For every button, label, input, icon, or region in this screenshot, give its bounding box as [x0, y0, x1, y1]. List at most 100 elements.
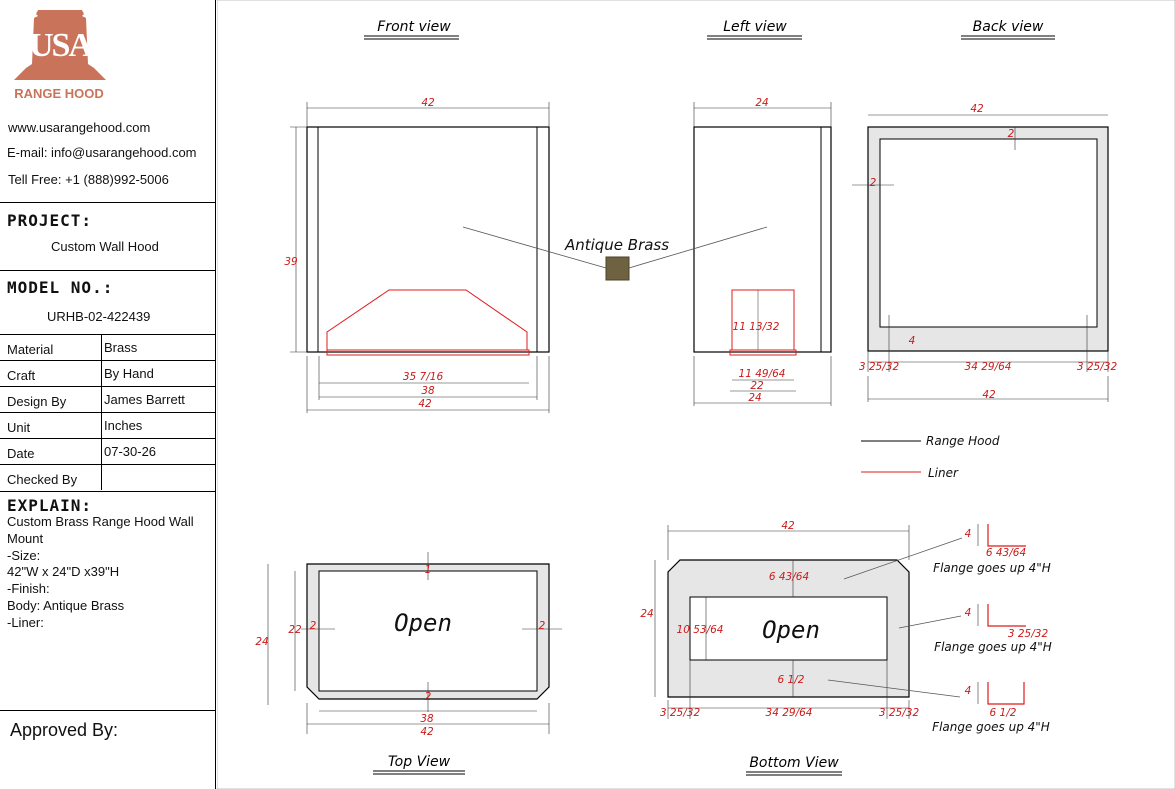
spec-label: Checked By: [7, 472, 78, 487]
svg-text:Front view: Front view: [377, 19, 451, 35]
spec-label: Craft: [7, 368, 36, 383]
dim-bottom-mid: 34 29/64: [766, 707, 813, 719]
dim-bottom-depth: 24: [640, 608, 653, 620]
flange-detail-3: 4 6 1/2 Flange goes up 4"H: [932, 682, 1050, 734]
spec-row: Material Brass: [0, 334, 216, 360]
flange-note: Flange goes up 4"H: [934, 640, 1052, 654]
legend: Range Hood Liner: [861, 434, 1000, 480]
dim-top-inner-w: 38: [420, 713, 434, 725]
front-view: 42 39 35 7/16 38 42: [284, 97, 550, 413]
dim-back-lip: 4: [909, 335, 916, 347]
approved-by-label: Approved By:: [10, 720, 119, 740]
bottom-view-title: Bottom View: [746, 755, 842, 776]
project-label: PROJECT:: [7, 211, 93, 230]
website-link[interactable]: www.usarangehood.com: [8, 120, 151, 135]
logo-letters: USA: [29, 27, 93, 64]
project-value: Custom Wall Hood: [51, 239, 159, 254]
dim-bottom-side-l: 3 25/32: [660, 707, 701, 719]
top-open-label: Open: [394, 609, 452, 637]
dim-front-liner-bottom: 38: [421, 385, 435, 397]
dim-top-frame-top: 1: [425, 564, 432, 576]
bottom-view: Open 42 24 10 53/64 6 43/64 6 1/2 3 25/3…: [640, 520, 963, 719]
spec-label: Design By: [7, 394, 67, 409]
dim-top-frame-l: 2: [310, 620, 317, 632]
antique-brass-swatch: [605, 256, 630, 281]
dim-bottom-width: 42: [781, 520, 795, 532]
front-view-title: Front view: [364, 19, 459, 40]
dim-left-liner-h: 11 13/32: [733, 321, 780, 333]
logo-tagline: RANGE HOOD: [14, 86, 104, 101]
dim-flange2-w: 3 25/32: [1008, 628, 1049, 640]
dim-left-liner-b: 22: [750, 380, 764, 392]
spec-row: Unit Inches: [0, 412, 216, 438]
svg-text:Top View: Top View: [388, 754, 451, 770]
spec-value: 07-30-26: [104, 444, 157, 459]
spec-label: Material: [7, 342, 54, 357]
explain-line: -Finish:: [7, 581, 50, 597]
spec-value: By Hand: [104, 366, 154, 381]
explain-line: -Liner:: [7, 614, 44, 630]
dim-flange1-w: 6 43/64: [986, 547, 1026, 559]
title-block: USA RANGE HOOD www.usarangehood.com E-ma…: [0, 0, 216, 789]
dim-left-depth: 24: [755, 97, 768, 109]
dim-bottom-front: 6 43/64: [769, 571, 809, 583]
divider: [0, 270, 216, 271]
technical-drawing: Front view Left view Back view Top View …: [217, 0, 1175, 789]
explain-label: EXPLAIN:: [7, 496, 93, 515]
explain-line: -Size:: [7, 547, 41, 563]
dim-back-mid: 34 29/64: [965, 361, 1012, 373]
dim-top-width: 42: [420, 726, 434, 738]
left-view: 24 11 13/32 11 49/64 22 24: [693, 97, 832, 406]
finish-label: Antique Brass: [564, 236, 669, 254]
explain-line: Custom Brass Range Hood Wall Mount: [7, 514, 198, 546]
flange-detail-2: 4 3 25/32 Flange goes up 4"H: [934, 604, 1052, 654]
divider: [0, 491, 216, 492]
dim-back-overall: 42: [982, 389, 996, 401]
spec-row: Date 07-30-26: [0, 438, 216, 464]
dim-top-inner-d: 22: [288, 624, 302, 636]
left-view-title: Left view: [707, 19, 802, 40]
dim-front-overall: 42: [418, 398, 432, 410]
spec-row: Craft By Hand: [0, 360, 216, 386]
dim-top-frame-bottom: 2: [425, 691, 432, 703]
dim-front-width: 42: [421, 97, 435, 109]
dim-back-frame-top: 2: [1008, 128, 1015, 140]
finish-callout: Antique Brass: [462, 226, 768, 281]
dim-left-liner-w: 11 49/64: [739, 368, 786, 380]
dim-back-side-l: 3 25/32: [859, 361, 900, 373]
dim-flange3-h: 4: [965, 685, 972, 697]
back-view: 42 2 2 4 3 25/32 34 29/64 3 25/32 42: [852, 103, 1117, 402]
spec-row: Design By James Barrett: [0, 386, 216, 412]
dim-back-frame-side: 2: [870, 177, 877, 189]
dim-top-depth: 24: [255, 636, 268, 648]
top-view: Open 38 42 24 22 2 2 1 2: [255, 552, 562, 738]
dim-flange3-w: 6 1/2: [990, 707, 1017, 719]
spec-value: Brass: [104, 340, 138, 355]
divider: [0, 710, 216, 711]
flange-note: Flange goes up 4"H: [933, 561, 1051, 575]
dim-bottom-open-h: 10 53/64: [677, 624, 724, 636]
svg-text:Bottom View: Bottom View: [749, 755, 839, 771]
dim-bottom-side-r: 3 25/32: [879, 707, 920, 719]
email-link[interactable]: E-mail: info@usarangehood.com: [7, 145, 197, 160]
dim-top-frame-r: 2: [539, 620, 546, 632]
flange-detail-1: 4 6 43/64 Flange goes up 4"H: [933, 524, 1051, 575]
phone-number: Tell Free: +1 (888)992-5006: [8, 172, 169, 187]
top-view-title: Top View: [373, 754, 465, 775]
dim-flange2-h: 4: [965, 607, 972, 619]
model-label: MODEL NO.:: [7, 278, 114, 297]
dim-front-height: 39: [284, 256, 298, 268]
spec-label: Date: [7, 446, 35, 461]
usa-range-hood-logo: USA RANGE HOOD: [14, 10, 106, 101]
logo-hood-shape: [14, 10, 106, 80]
svg-text:Back view: Back view: [973, 19, 1044, 35]
bottom-open-label: Open: [762, 616, 820, 644]
spec-label: Unit: [7, 420, 31, 435]
spec-value: James Barrett: [104, 392, 185, 407]
explain-line: Body: Antique Brass: [7, 597, 125, 613]
model-value: URHB-02-422439: [47, 309, 151, 324]
spec-value: Inches: [104, 418, 143, 433]
spec-row: Checked By: [0, 464, 216, 490]
dim-front-liner-top: 35 7/16: [403, 371, 444, 383]
legend-hood-label: Range Hood: [926, 434, 1000, 448]
